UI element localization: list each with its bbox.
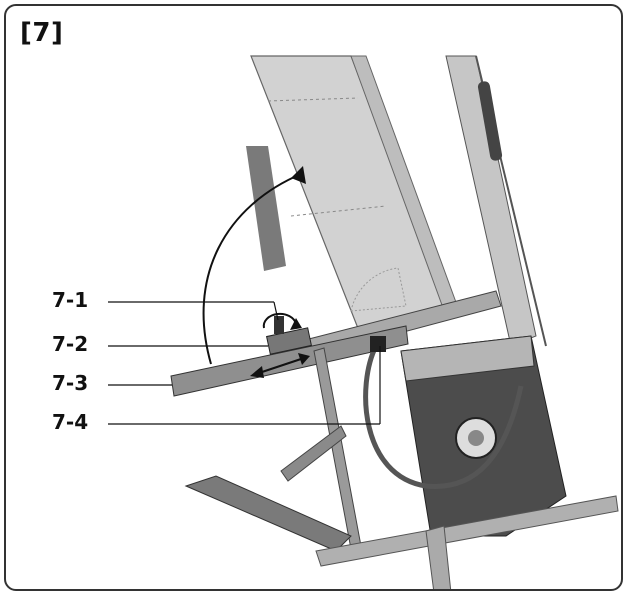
callout-7-2: 7-2 <box>52 332 89 356</box>
handle <box>477 81 503 161</box>
callout-7-3: 7-3 <box>52 371 89 395</box>
clamp-knob <box>274 316 284 334</box>
rotation-arrowhead <box>291 166 306 184</box>
callout-7-1: 7-1 <box>52 288 89 312</box>
base-foot <box>184 475 352 552</box>
machine-illustration <box>108 55 619 589</box>
figure-frame: [7] <box>4 4 623 591</box>
rotation-arrow <box>202 173 302 365</box>
hose <box>363 344 524 489</box>
callout-7-4: 7-4 <box>52 410 89 434</box>
slide-double-arrow <box>255 357 305 375</box>
base-rail <box>315 495 619 567</box>
table-panel-shadow <box>246 146 286 271</box>
clamp-block <box>265 327 313 355</box>
slide-arm <box>170 325 409 397</box>
diagonal-brace <box>280 425 347 482</box>
right-rail <box>445 55 537 347</box>
figure-number: [7] <box>20 18 64 48</box>
connector <box>370 336 386 352</box>
protractor <box>350 267 407 312</box>
knob-rotate-arrow <box>262 312 297 329</box>
vertical-post <box>425 525 452 589</box>
